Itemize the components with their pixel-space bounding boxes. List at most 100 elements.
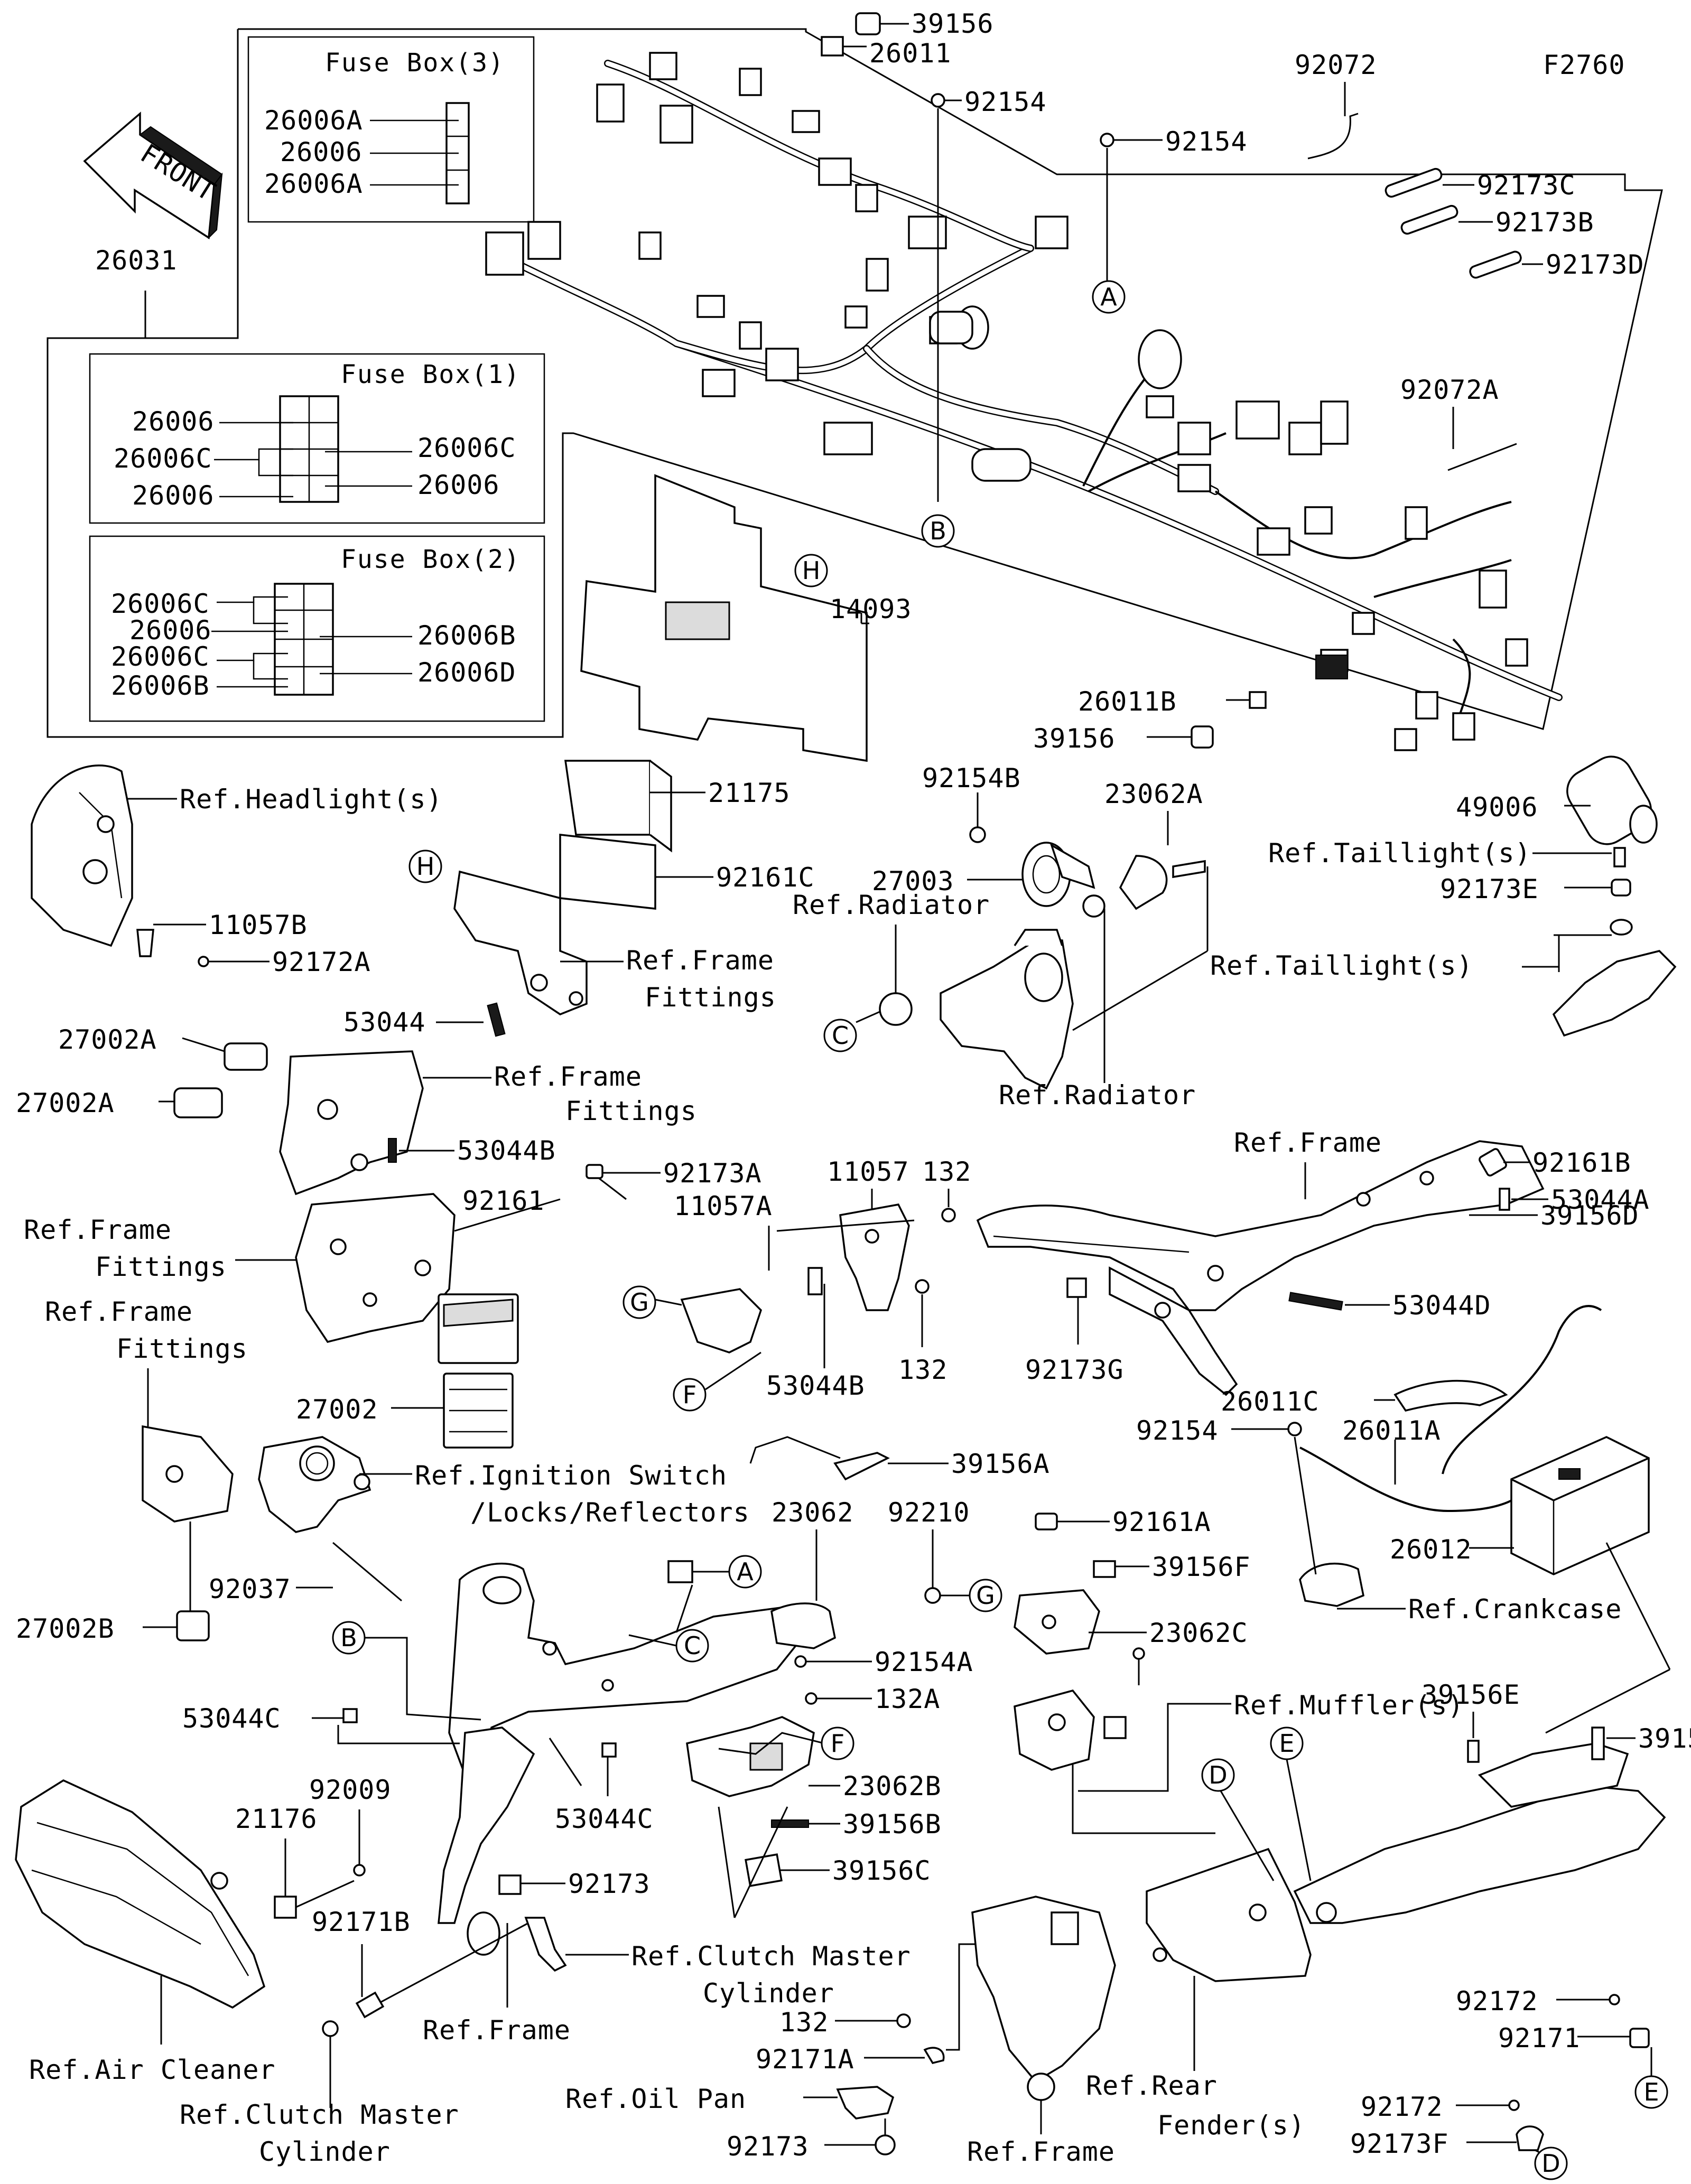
label-39156B: 39156B <box>843 1809 942 1840</box>
label-53044B-2: 53044B <box>766 1370 865 1401</box>
part-39156B <box>771 1819 809 1828</box>
label-ref-crankcase: Ref.Crankcase <box>1408 1594 1622 1625</box>
label-11057A: 11057A <box>674 1191 773 1221</box>
label-49006: 49006 <box>1456 792 1538 823</box>
air-cleaner <box>15 1779 266 2009</box>
label-39156-top: 39156 <box>912 8 994 39</box>
label-92037: 92037 <box>209 1574 291 1604</box>
label-92173F: 92173F <box>1350 2129 1449 2159</box>
svg-text:G: G <box>630 1288 649 1317</box>
svg-text:A: A <box>737 1557 754 1586</box>
frame-fittings-bracket-3 <box>295 1193 456 1343</box>
label-ref-frame-fittings-1a: Ref.Frame <box>626 945 774 976</box>
fb2-right-1: 26006D <box>417 657 516 688</box>
screw-taillight <box>1613 847 1626 867</box>
front-frame <box>438 1562 821 1956</box>
label-27002: 27002 <box>296 1394 378 1425</box>
label-27002A-1: 27002A <box>58 1024 157 1055</box>
label-53044C-2: 53044C <box>555 1804 654 1834</box>
label-92009: 92009 <box>309 1775 392 1805</box>
ecu-92161 <box>438 1293 519 1364</box>
fuse-box-2-title: Fuse Box(2) <box>341 545 521 574</box>
label-23062C: 23062C <box>1149 1618 1248 1648</box>
part-39156E-2 <box>1591 1726 1605 1760</box>
part-53044 <box>487 1002 506 1037</box>
fb1-left-0: 26006 <box>132 406 215 437</box>
part-53044B-2 <box>807 1267 823 1295</box>
fb1-left-1: 26006C <box>114 443 212 474</box>
svg-text:D: D <box>1209 1761 1227 1789</box>
label-92171: 92171 <box>1498 2023 1581 2054</box>
label-92173C: 92173C <box>1477 170 1576 201</box>
svg-text:H: H <box>802 556 821 585</box>
label-ref-frame-fittings-4b: Fittings <box>116 1333 248 1364</box>
front-arrow-icon: FRONT <box>83 111 223 240</box>
frame-fittings-bracket-4 <box>142 1425 234 1523</box>
label-92173-1: 92173 <box>568 1869 651 1899</box>
label-92154-c: 92154 <box>1136 1415 1219 1446</box>
label-ref-oil-pan: Ref.Oil Pan <box>565 2084 746 2114</box>
label-53044: 53044 <box>343 1007 426 1038</box>
part-39156C <box>745 1853 783 1887</box>
part-132A <box>805 1692 817 1705</box>
svg-text:B: B <box>930 517 946 545</box>
label-92161: 92161 <box>462 1186 545 1216</box>
screw-clutch <box>322 2020 339 2037</box>
part-39156A <box>833 1452 890 1481</box>
part-92172A <box>198 956 209 967</box>
part-92171A <box>923 2047 945 2065</box>
bracket-23062C <box>1014 1589 1100 1655</box>
part-132-3 <box>896 2013 911 2028</box>
label-92171A: 92171A <box>756 2044 854 2075</box>
part-39156F <box>1093 1560 1116 1578</box>
label-92173G: 92173G <box>1025 1355 1124 1385</box>
fb3-left-2: 26006A <box>264 169 363 199</box>
label-ref-taillight-2: Ref.Taillight(s) <box>1210 950 1473 981</box>
oil-pan-bracket <box>836 2086 895 2120</box>
part-92173-2 <box>875 2134 896 2155</box>
label-92072: 92072 <box>1295 50 1377 80</box>
callout-E-top <box>1270 1726 1304 1760</box>
label-ref-frame-fittings-2a: Ref.Frame <box>494 1061 642 1092</box>
enclosure-26031 <box>47 28 1663 738</box>
callout-G-left <box>622 1285 656 1319</box>
svg-text:A: A <box>1100 283 1117 311</box>
label-92173E: 92173E <box>1440 874 1539 904</box>
label-92210: 92210 <box>888 1497 970 1528</box>
grommet-C <box>879 992 913 1026</box>
fb1-right-1: 26006 <box>417 470 500 500</box>
callout-C-top <box>823 1019 857 1052</box>
bracket-11057A <box>680 1288 763 1354</box>
part-132-1 <box>941 1208 956 1222</box>
callout-E-bottom <box>1634 2075 1668 2109</box>
main-wiring-harness <box>485 52 1563 751</box>
label-53044B-1: 53044B <box>457 1135 556 1166</box>
part-92173-1 <box>498 1874 522 1895</box>
callout-F-right <box>821 1726 854 1760</box>
label-26011: 26011 <box>869 38 952 69</box>
frame-fittings-bracket-2 <box>279 1050 424 1196</box>
label-92173A: 92173A <box>663 1158 762 1189</box>
label-132-1: 132 <box>922 1156 971 1187</box>
label-26012: 26012 <box>1390 1534 1472 1565</box>
part-92037 <box>332 1542 402 1602</box>
rear-fender <box>1146 1742 1666 1982</box>
callout-F-left <box>673 1378 707 1412</box>
callout-H-bottom <box>408 850 442 883</box>
label-ref-radiator-2: Ref.Radiator <box>999 1080 1196 1110</box>
cable-26011A <box>1299 1446 1544 1513</box>
label-26011B: 26011B <box>1078 686 1177 717</box>
label-ref-ignition-a: Ref.Ignition Switch <box>415 1460 727 1491</box>
label-92154A: 92154A <box>875 1647 973 1677</box>
part-92072 <box>1307 113 1359 160</box>
label-26011C: 26011C <box>1221 1386 1320 1417</box>
label-ref-frame-2: Ref.Frame <box>423 2015 571 2046</box>
bracket-11057 <box>839 1203 910 1311</box>
label-92161C: 92161C <box>716 862 815 893</box>
part-39156-top <box>855 12 881 35</box>
part-92172-1 <box>1609 1994 1620 2005</box>
taillight-bracket <box>1552 950 1677 1037</box>
main-frame <box>976 1140 1545 1396</box>
part-92154A <box>794 1655 807 1668</box>
